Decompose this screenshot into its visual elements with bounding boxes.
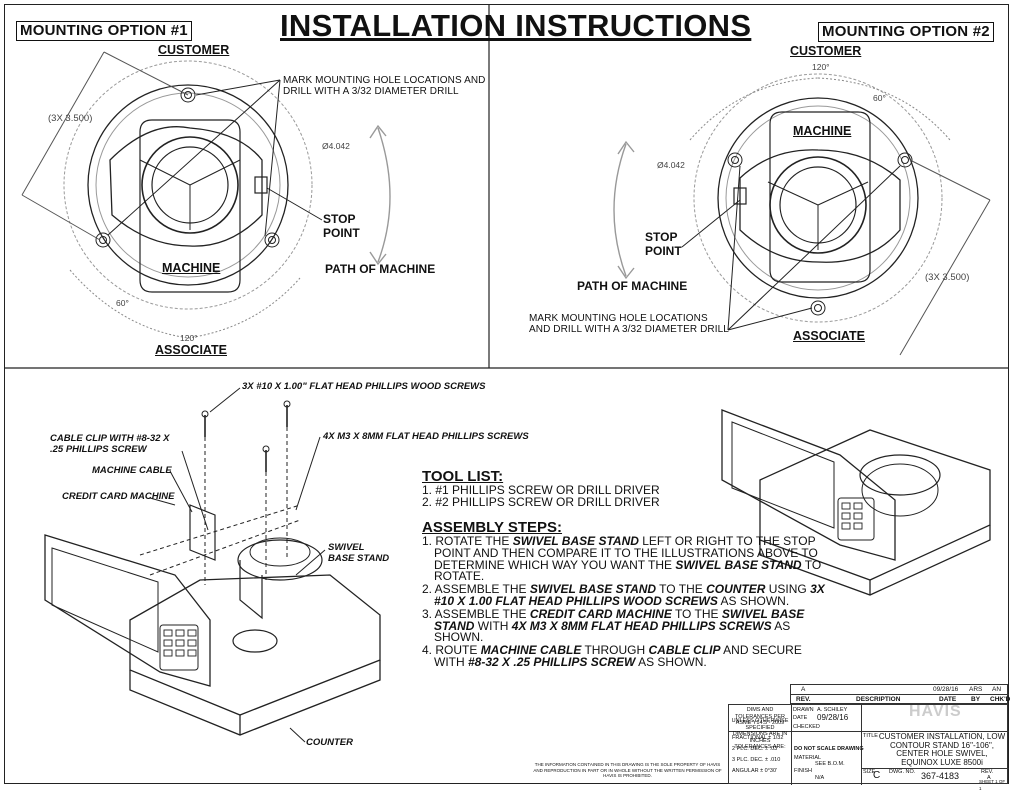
- finish-value: N/A: [815, 775, 825, 781]
- proprietary-note: THE INFORMATION CONTAINED IN THIS DRAWIN…: [533, 762, 722, 778]
- option2-stop-point-label: STOP POINT: [645, 230, 682, 258]
- tol-3plc: 3 PLC. DEC. ± .010: [732, 757, 781, 763]
- option1-box-label: MOUNTING OPTION #1: [16, 21, 192, 41]
- swivel-base-callout: SWIVEL BASE STAND: [328, 542, 390, 564]
- option2-machine-label: MACHINE: [793, 124, 852, 138]
- size-label: SIZE: [863, 769, 876, 775]
- tol-angular: ANGULAR ± 0°30': [732, 768, 778, 774]
- option2-customer-label: CUSTOMER: [790, 44, 862, 58]
- material-label: MATERIAL: [794, 755, 822, 761]
- option1-associate-label: ASSOCIATE: [155, 343, 227, 357]
- option2-diameter-dimension: Ø4.042: [657, 160, 685, 170]
- option1-diameter-dimension: Ø4.042: [322, 141, 350, 151]
- sheet-number: SHEET 1 OF 1: [979, 779, 1006, 791]
- assembled-view: [721, 409, 991, 596]
- wood-screws-callout: 3X #10 X 1.00" FLAT HEAD PHILLIPS WOOD S…: [242, 381, 486, 392]
- option2-path-label: PATH OF MACHINE: [577, 279, 688, 293]
- col-desc: DESCRIPTION: [856, 696, 901, 703]
- finish-label: FINISH: [794, 768, 813, 774]
- page-title: INSTALLATION INSTRUCTIONS: [280, 8, 752, 43]
- drawn-label: DRAWN: [793, 707, 814, 713]
- option1-diagram: [21, 51, 391, 339]
- option2-angle-120: 120°: [812, 62, 830, 72]
- tool-list: 1. #1 PHILLIPS SCREW OR DRILL DRIVER 2. …: [422, 483, 660, 509]
- tool-list-heading: TOOL LIST:: [422, 468, 504, 485]
- option2-mark-note: MARK MOUNTING HOLE LOCATIONS AND DRILL W…: [529, 313, 729, 335]
- step-2: 2. ASSEMBLE THE SWIVEL BASE STAND TO THE…: [422, 582, 825, 608]
- option2-diagram: [613, 73, 991, 356]
- drawn-by: A. SCHILEY: [817, 707, 848, 713]
- option2-bolt-dimension: (3X 3.500): [925, 272, 970, 283]
- option2-associate-label: ASSOCIATE: [793, 329, 865, 343]
- option1-customer-label: CUSTOMER: [158, 43, 230, 57]
- title-block: DIMS AND TOLERANCES PER ASME Y14.5 - 200…: [728, 703, 1009, 791]
- col-rev: REV.: [796, 696, 811, 703]
- credit-card-machine-callout: CREDIT CARD MACHINE: [62, 491, 175, 502]
- option1-machine-label: MACHINE: [162, 261, 221, 275]
- drawn-date: 09/28/16: [817, 713, 849, 722]
- dwg-label: DWG. NO.: [889, 769, 916, 775]
- checked-label: CHECKED: [793, 724, 820, 730]
- drawing-title: CUSTOMER INSTALLATION, LOW CONTOUR STAND…: [878, 732, 1006, 767]
- step-1: 1. ROTATE THE SWIVEL BASE STAND LEFT OR …: [422, 534, 822, 584]
- havis-logo: HAVIS: [909, 703, 962, 720]
- cable-clip-callout: CABLE CLIP WITH #8-32 X .25 PHILLIPS SCR…: [50, 433, 170, 455]
- date-label: DATE: [793, 715, 808, 721]
- unless-note: UNLESS OTHERWISE SPECIFIED DIMENSIONS AR…: [731, 718, 789, 750]
- dwg-number: 367-4183: [921, 771, 960, 781]
- material-value: SEE B.O.M.: [815, 761, 845, 767]
- counter-callout: COUNTER: [306, 737, 353, 748]
- option1-stop-point-label: STOP POINT: [323, 212, 360, 240]
- step-3: 3. ASSEMBLE THE CREDIT CARD MACHINE TO T…: [422, 606, 805, 645]
- drawing-frame: [4, 4, 1009, 784]
- m3-screws-callout: 4X M3 X 8MM FLAT HEAD PHILLIPS SCREWS: [323, 431, 529, 442]
- rev-value: A: [987, 775, 991, 781]
- dims-note: DIMS AND TOLERANCES PER ASME Y14.5 - 200…: [734, 707, 786, 726]
- revision-table: A 09/28/16 ARS AN REV. DESCRIPTION DATE …: [790, 684, 1011, 704]
- option2-angle-60: 60°: [873, 93, 886, 103]
- exploded-assembly: [44, 387, 381, 743]
- col-by: BY: [971, 696, 981, 703]
- option1-angle-60: 60°: [116, 298, 129, 308]
- col-chkd: CHK'D: [990, 696, 1011, 703]
- option1-angle-120: 120°: [180, 333, 198, 343]
- option1-bolt-dimension: (3X 3.500): [48, 113, 93, 124]
- tol-fractional: FRACTIONAL ± 1/32: [732, 735, 784, 741]
- option2-box-label: MOUNTING OPTION #2: [818, 22, 994, 42]
- option1-mark-note: MARK MOUNTING HOLE LOCATIONS AND DRILL W…: [283, 75, 486, 97]
- rev-by: ARS: [969, 686, 983, 693]
- rev-chkd: AN: [992, 686, 1002, 693]
- do-not-scale: DO NOT SCALE DRAWING: [794, 746, 864, 752]
- assembly-steps-heading: ASSEMBLY STEPS:: [422, 519, 563, 536]
- rev-label: REV.: [981, 769, 994, 775]
- machine-cable-callout: MACHINE CABLE: [92, 465, 172, 476]
- size-value: C: [873, 770, 881, 781]
- rev-date: 09/28/16: [933, 686, 959, 693]
- tool-item: 2. #2 PHILLIPS SCREW OR DRILL DRIVER: [422, 494, 660, 509]
- option1-path-label: PATH OF MACHINE: [325, 262, 436, 276]
- tol-2plc: 2 PLC. DEC. ± .03: [732, 746, 778, 752]
- title-label: TITLE: [863, 733, 878, 739]
- rev-letter: A: [801, 686, 806, 693]
- col-date: DATE: [939, 696, 957, 703]
- tool-item: 1. #1 PHILLIPS SCREW OR DRILL DRIVER: [422, 483, 660, 497]
- assembly-steps: 1. ROTATE THE SWIVEL BASE STAND LEFT OR …: [422, 534, 832, 669]
- step-4: 4. ROUTE MACHINE CABLE THROUGH CABLE CLI…: [422, 643, 802, 669]
